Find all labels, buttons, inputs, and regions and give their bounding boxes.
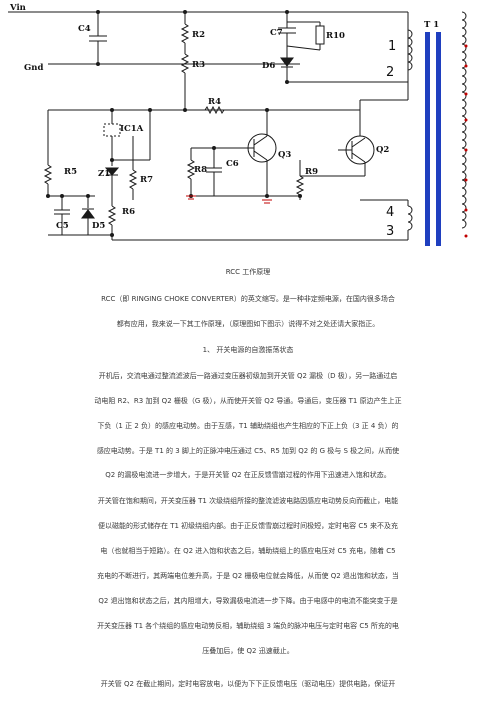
intro-line-1: RCC（即 RINGING CHOKE CONVERTER）的英文缩写。是一种非… bbox=[101, 295, 395, 303]
para1-line-5: Q2 的漏极电流进一步增大，于是开关管 Q2 在正反馈雪崩过程的作用下迅速进入饱… bbox=[105, 471, 391, 479]
para2-line-3: 电（也就相当于短路）。在 Q2 进入饱和状态之后，辅助绕组上的感应电压对 C5 … bbox=[100, 547, 396, 555]
section-heading-1: 1、 开关电源的自激振荡状态 bbox=[202, 346, 294, 354]
label-r5: R5 bbox=[64, 167, 77, 177]
label-winding-3: 3 bbox=[386, 224, 394, 239]
para2-line-4: 充电的不断进行，其两端电位差升高，于是 Q2 栅极电位就会降低，从而使 Q2 退… bbox=[97, 572, 399, 580]
label-r3: R3 bbox=[192, 60, 205, 70]
para1-line-4: 感应电动势。于是 T1 的 3 脚上的正脉冲电压通过 C5、R5 加到 Q2 的… bbox=[96, 447, 400, 455]
label-c5: C5 bbox=[56, 221, 69, 231]
label-winding-4: 4 bbox=[386, 205, 394, 220]
para3-line-1: 开关管 Q2 在截止期间，定时电容放电，以便为下下正反馈电压（驱动电压）提供电路… bbox=[100, 680, 396, 688]
label-r9: R9 bbox=[305, 167, 318, 177]
para1-line-2: 动电阻 R2、R3 加到 Q2 栅极（G 极），从而使开关管 Q2 导通。导通后… bbox=[94, 397, 402, 405]
label-t1: T 1 bbox=[424, 20, 439, 30]
label-z1: Z1 bbox=[98, 169, 110, 179]
label-d6: D6 bbox=[262, 61, 275, 71]
label-d5: D5 bbox=[92, 221, 105, 231]
label-c7: C7 bbox=[270, 28, 283, 38]
label-gnd: Gnd bbox=[24, 63, 43, 73]
para2-line-1: 开关管在饱和期间，开关变压器 T1 次级绕组所接的整流滤波电路因感应电动势反向而… bbox=[97, 497, 399, 505]
label-q2: Q2 bbox=[376, 145, 389, 155]
label-q3: Q3 bbox=[278, 150, 291, 160]
label-r2: R2 bbox=[192, 30, 205, 40]
label-c4: C4 bbox=[78, 24, 91, 34]
label-winding-1: 1 bbox=[388, 39, 396, 54]
para1-line-1: 开机后，交流电通过整流滤波后一路通过变压器初级加到开关管 Q2 漏极（D 极），… bbox=[98, 372, 398, 380]
label-winding-2: 2 bbox=[386, 65, 394, 80]
rcc-schematic: Vin Gnd C4 R2 R3 C7 R10 D6 T 1 R4 IC1A Z… bbox=[8, 3, 468, 246]
label-ic1a: IC1A bbox=[120, 124, 144, 134]
label-c6: C6 bbox=[226, 159, 239, 169]
para2-line-6: 开关变压器 T1 各个绕组的感应电动势反相，辅助绕组 3 端负的脉冲电压与定时电… bbox=[97, 622, 399, 630]
para1-line-3: 下负（1 正 2 负）的感应电动势。由于互感，T1 辅助绕组也产生相应的下正上负… bbox=[97, 422, 399, 430]
para2-line-5: Q2 退出饱和状态之后，其内阻增大，导致漏极电流进一步下降。由于电感中的电流不能… bbox=[98, 597, 398, 605]
para2-line-2: 便以磁能的形式储存在 T1 初级绕组内部。由于正反馈雪崩过程时间极短，定时电容 … bbox=[98, 522, 398, 530]
label-r8: R8 bbox=[194, 165, 207, 175]
intro-line-2: 都有应用，我来说一下其工作原理，（原理图如下图示）说得不对之处还请大家指正。 bbox=[116, 320, 380, 328]
label-r10: R10 bbox=[326, 31, 345, 41]
label-vin: Vin bbox=[9, 3, 26, 13]
article-title: RCC 工作原理 bbox=[225, 268, 271, 276]
para2-line-7: 压叠加后，使 Q2 迅速截止。 bbox=[202, 647, 294, 655]
label-r4: R4 bbox=[208, 97, 221, 107]
label-r6: R6 bbox=[122, 207, 135, 217]
label-r7: R7 bbox=[140, 175, 153, 185]
